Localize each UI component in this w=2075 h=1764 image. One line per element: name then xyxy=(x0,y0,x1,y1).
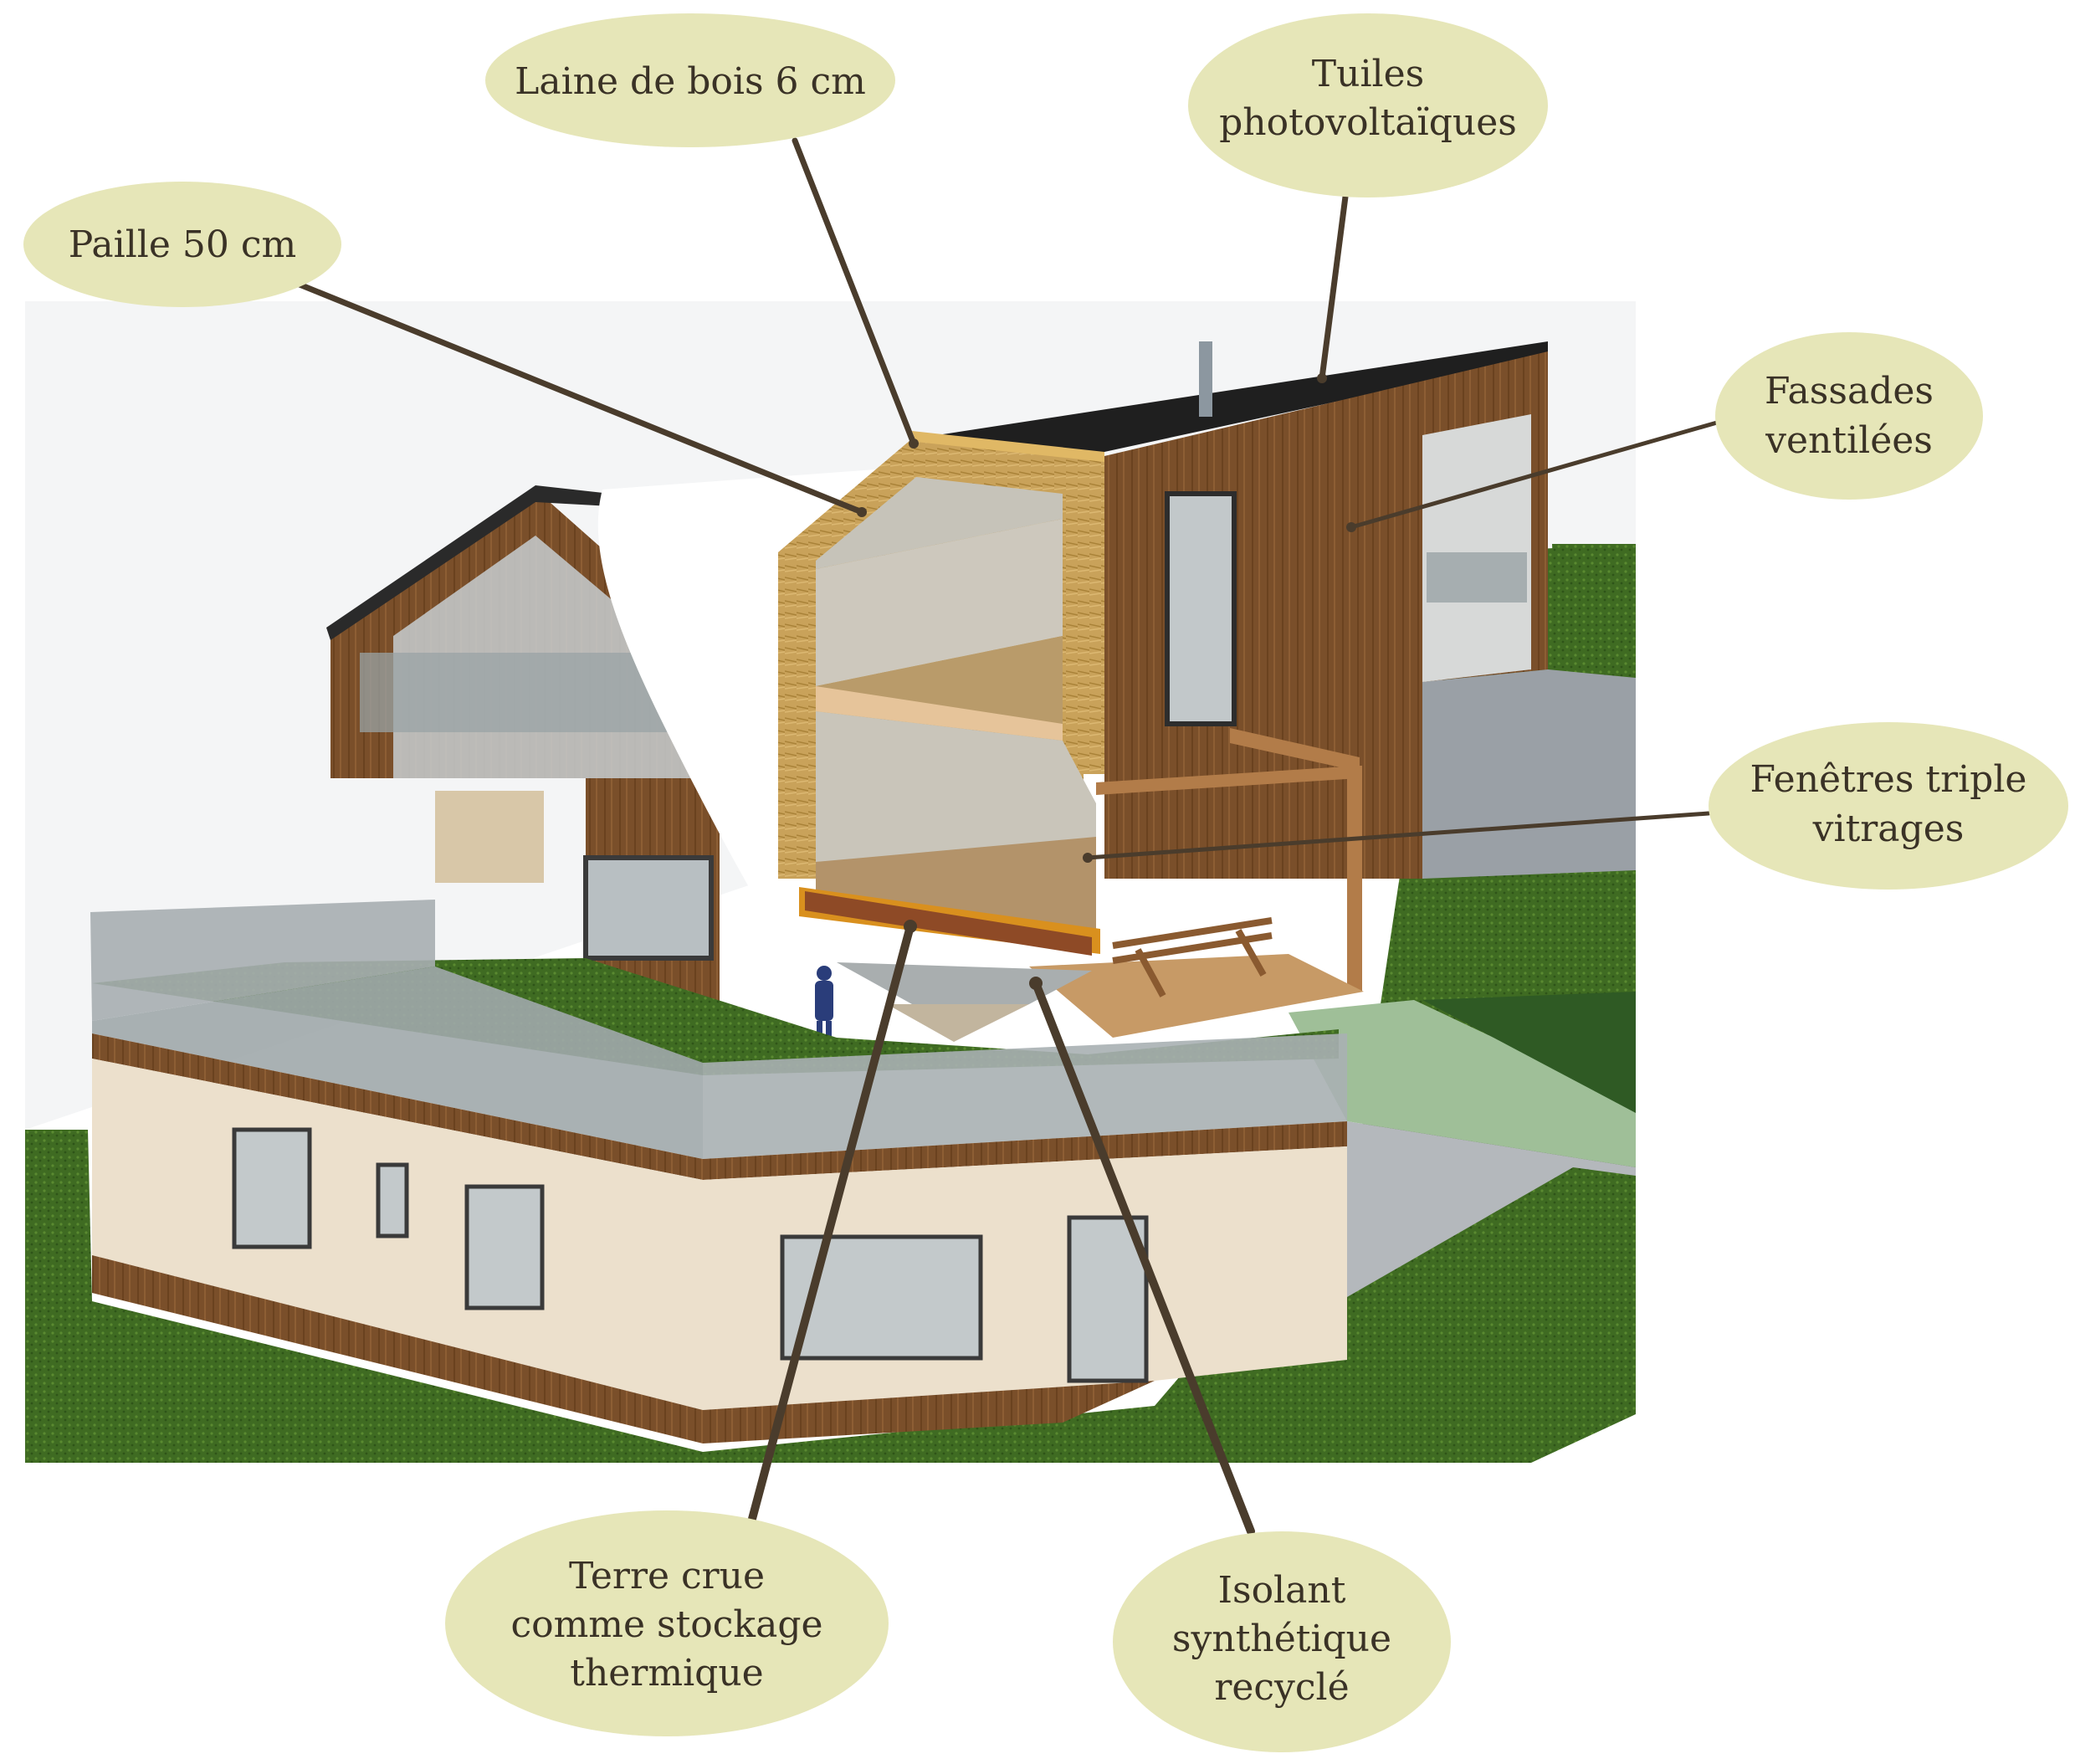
terrace-railing xyxy=(90,900,435,1021)
room-lower-wall xyxy=(816,711,1096,862)
callout-fassades-line2: ventilées xyxy=(1765,419,1933,462)
leader-tuiles xyxy=(1319,193,1349,382)
picnic-table xyxy=(1112,917,1273,997)
rammed-earth xyxy=(805,891,1092,956)
callout-terre-line2: comme stockage xyxy=(510,1603,822,1646)
leader-fassades xyxy=(1349,420,1719,530)
room-upper-slab xyxy=(816,686,1063,741)
leader-lines xyxy=(296,137,1719,1536)
foundation-wedge xyxy=(887,1004,1029,1042)
chimney xyxy=(1199,341,1212,417)
callout-isolant-line2: synthétique xyxy=(1172,1618,1391,1660)
ground-window-3 xyxy=(464,1184,545,1310)
leader-fenetres xyxy=(1085,811,1711,860)
main-window-tall xyxy=(1165,491,1237,726)
leader-isolant xyxy=(1032,979,1255,1536)
ground-band-bottom-right xyxy=(703,1381,1155,1444)
pond-vegetation xyxy=(1422,992,1636,1113)
callout-fenetres-line2: vitrages xyxy=(1812,808,1965,850)
callout-isolant-line1: Isolant xyxy=(1218,1569,1346,1612)
wood-fibre-board xyxy=(912,431,1104,462)
callout-tuiles-line2: photovoltaïques xyxy=(1219,101,1517,144)
terrace-railing-front xyxy=(92,967,703,1159)
callout-fenetres: Fenêtres triple vitrages xyxy=(1709,722,2068,890)
main-block xyxy=(937,341,1636,1038)
pond xyxy=(1289,1000,1636,1167)
callout-laine-de-bois-text: Laine de bois 6 cm xyxy=(515,60,866,103)
ground-window-1 xyxy=(232,1127,312,1249)
callout-fassades: Fassades ventilées xyxy=(1715,332,1983,500)
callout-fassades-line1: Fassades xyxy=(1765,370,1934,413)
callout-tuiles: Tuiles photovoltaïques xyxy=(1188,13,1548,197)
callout-tuiles-line1: Tuiles xyxy=(1312,53,1424,95)
callout-isolant-line3: recyclé xyxy=(1214,1666,1349,1709)
left-wing-roof-edge xyxy=(326,485,611,640)
ground-floor xyxy=(90,900,1347,1444)
leader-paille xyxy=(296,281,865,515)
leader-laine xyxy=(792,137,917,447)
main-roof xyxy=(937,341,1548,464)
cutaway-section xyxy=(778,431,1104,1054)
callout-isolant: Isolant synthétique recyclé xyxy=(1113,1531,1451,1752)
room-lower-floor xyxy=(816,837,1096,937)
wood-deck xyxy=(1029,954,1364,1038)
leader-terre xyxy=(745,922,915,1536)
main-side-shadow xyxy=(1422,669,1636,879)
callout-paille-text: Paille 50 cm xyxy=(69,223,296,266)
left-wing-lower-opening xyxy=(435,791,544,883)
callout-fenetres-line1: Fenêtres triple xyxy=(1750,758,2027,801)
main-terrace-glass xyxy=(1427,552,1527,603)
main-terrace-opening xyxy=(1422,414,1531,682)
callout-paille: Paille 50 cm xyxy=(23,182,341,307)
pergola xyxy=(1096,728,1362,992)
terrace-railing-right xyxy=(703,1033,1347,1159)
callout-terre-line3: thermique xyxy=(570,1652,763,1695)
callout-laine-de-bois: Laine de bois 6 cm xyxy=(485,13,895,147)
ground-band-bottom-left xyxy=(92,1255,703,1444)
ground-band-top-right xyxy=(703,1121,1347,1180)
callout-terre-line1: Terre crue xyxy=(569,1555,765,1597)
room-upper-side xyxy=(816,519,1063,686)
ground-band-top-left xyxy=(92,1033,703,1180)
retaining-wall xyxy=(1347,1121,1636,1297)
room-upper-wall xyxy=(816,477,1063,569)
left-wing-window xyxy=(583,855,714,961)
callout-terre-crue: Terre crue comme stockage thermique xyxy=(445,1510,889,1736)
ground-door xyxy=(1067,1215,1149,1383)
ground-window-2 xyxy=(376,1162,409,1238)
